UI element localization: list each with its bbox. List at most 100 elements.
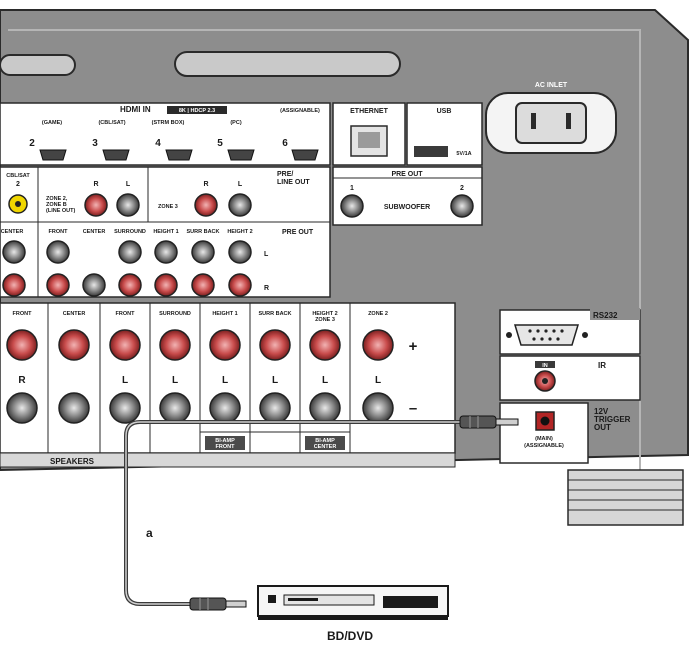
foot [567, 469, 684, 526]
svg-text:L: L [322, 375, 328, 386]
pre-out-label: PRE OUT [282, 229, 314, 236]
hdmi-panel: HDMI IN 8K | HDCP 2.3 (ASSIGNABLE) (GAME… [0, 102, 331, 166]
svg-text:HEIGHT 2: HEIGHT 2 [312, 311, 337, 317]
svg-text:HEIGHT 1: HEIGHT 1 [212, 311, 237, 317]
svg-text:(CBL/SAT): (CBL/SAT) [98, 120, 125, 126]
svg-text:CENTER: CENTER [1, 229, 24, 235]
svg-text:5: 5 [217, 138, 223, 149]
zone3-line-out[interactable]: ZONE 3 R L [158, 181, 252, 217]
pre-out-jacks[interactable] [2, 240, 252, 297]
usb-spec: 5V/1A [456, 151, 471, 157]
plug-receiver-end [459, 415, 519, 429]
svg-text:CENTER: CENTER [83, 229, 106, 235]
usb-label: USB [437, 108, 452, 115]
zone2-label: ZONE 2,ZONE B(LINE OUT) [46, 196, 75, 214]
svg-text:L: L [238, 181, 243, 188]
hdmi-input-4[interactable]: (STRM BOX) 4 [152, 120, 193, 161]
svg-text:R: R [264, 285, 269, 292]
hdmi-badge: 8K | HDCP 2.3 [179, 108, 215, 114]
svg-text:L: L [172, 375, 178, 386]
svg-text:SUBWOOFER: SUBWOOFER [384, 204, 430, 211]
svg-text:–: – [409, 400, 417, 417]
svg-text:CBL/SAT: CBL/SAT [6, 173, 30, 179]
svg-text:L: L [375, 375, 381, 386]
subwoofer-pre-out[interactable]: PRE OUT 1 2 SUBWOOFER [332, 166, 483, 226]
svg-text:2: 2 [460, 185, 464, 192]
svg-text:2: 2 [29, 138, 35, 149]
svg-text:HEIGHT 1: HEIGHT 1 [153, 229, 178, 235]
svg-text:L: L [272, 375, 278, 386]
speaker-channel-labels: FRONT CENTER FRONT SURROUND HEIGHT 1 SUR… [13, 311, 388, 323]
svg-text:L: L [122, 375, 128, 386]
top-slot [174, 51, 401, 77]
svg-text:+: + [409, 338, 418, 355]
ir-input[interactable]: IR IN [499, 355, 641, 401]
svg-text:ZONE 2: ZONE 2 [368, 311, 388, 317]
svg-text:IN: IN [542, 363, 548, 369]
speaker-terminals-minus[interactable] [6, 392, 394, 424]
svg-text:SURROUND: SURROUND [114, 229, 146, 235]
bd-dvd-player: BD/DVD [257, 585, 449, 643]
svg-text:ZONE 3: ZONE 3 [315, 317, 335, 323]
svg-text:FRONT: FRONT [49, 229, 69, 235]
rs232-port[interactable]: RS232 [499, 308, 641, 355]
svg-text:2: 2 [16, 181, 20, 188]
svg-text:SURR BACK: SURR BACK [187, 229, 220, 235]
svg-text:R: R [18, 375, 26, 386]
cable-label: a [146, 526, 153, 540]
plug-device-end [189, 597, 247, 611]
speakers-panel: SPEAKERS FRONT CENTER FRONT SURROUND HEI… [0, 302, 456, 468]
speakers-title: SPEAKERS [50, 457, 95, 466]
analog-audio-panel: CBL/SAT 2 ZONE 2,ZONE B(LINE OUT) R L ZO… [0, 166, 331, 298]
svg-text:(GAME): (GAME) [42, 120, 62, 126]
svg-text:CENTER: CENTER [63, 311, 86, 317]
ac-inlet[interactable]: AC INLET [485, 82, 617, 154]
svg-text:ZONE 3: ZONE 3 [158, 204, 178, 210]
svg-text:L: L [126, 181, 131, 188]
ethernet-label: ETHERNET [350, 108, 388, 115]
svg-text:PRE OUT: PRE OUT [391, 171, 423, 178]
trigger-cable: a [124, 415, 519, 611]
speaker-side-labels: R L L L L L L + – [18, 338, 417, 417]
hdmi-title: HDMI IN [120, 105, 151, 114]
pre-line-out-label: PRE/LINE OUT [277, 171, 310, 186]
svg-text:(STRM BOX): (STRM BOX) [152, 120, 185, 126]
svg-text:L: L [264, 251, 269, 258]
ethernet-port[interactable]: ETHERNET [332, 102, 406, 166]
rs232-label: RS232 [593, 311, 618, 320]
svg-text:SURROUND: SURROUND [159, 311, 191, 317]
usb-port[interactable]: USB 5V/1A [406, 102, 483, 166]
ac-inlet-label: AC INLET [535, 82, 568, 89]
svg-text:SURR BACK: SURR BACK [259, 311, 292, 317]
hdmi-input-2[interactable]: (GAME) 2 [29, 120, 67, 161]
ir-label: IR [598, 361, 606, 370]
svg-text:1: 1 [350, 185, 354, 192]
svg-text:R: R [203, 181, 208, 188]
pre-out-labels: CENTER FRONT CENTER SURROUND HEIGHT 1 SU… [1, 229, 314, 292]
svg-text:6: 6 [282, 138, 288, 149]
trigger-sub-label: (MAIN)(ASSIGNABLE) [524, 436, 564, 449]
device-label: BD/DVD [327, 629, 373, 643]
cblsat-input[interactable]: CBL/SAT 2 [6, 173, 30, 214]
svg-text:3: 3 [92, 138, 98, 149]
svg-text:4: 4 [155, 138, 161, 149]
left-slot [0, 54, 76, 76]
hdmi-input-6[interactable]: 6 [282, 138, 319, 161]
svg-text:FRONT: FRONT [116, 311, 136, 317]
svg-text:L: L [222, 375, 228, 386]
speaker-terminals-plus[interactable] [6, 329, 394, 361]
svg-text:HEIGHT 2: HEIGHT 2 [227, 229, 252, 235]
zone2-line-out[interactable]: ZONE 2,ZONE B(LINE OUT) R L [46, 181, 140, 217]
svg-text:(PC): (PC) [230, 120, 241, 126]
hdmi-input-3[interactable]: (CBL/SAT) 3 [92, 120, 130, 161]
hdmi-assignable: (ASSIGNABLE) [280, 108, 320, 114]
svg-text:FRONT: FRONT [13, 311, 33, 317]
hdmi-input-5[interactable]: (PC) 5 [217, 120, 255, 161]
svg-text:R: R [93, 181, 98, 188]
